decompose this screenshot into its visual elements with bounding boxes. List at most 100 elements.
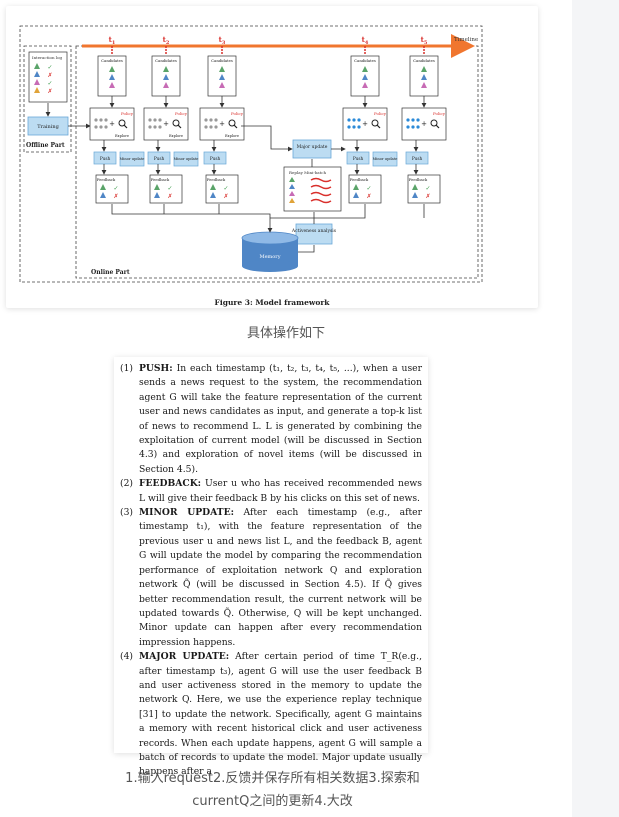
network-node [347, 125, 350, 128]
timestep-column: CandidatesPolicy+ExplorePushMinor update… [144, 56, 198, 203]
list-item-minor-update: (3) MINOR UPDATE: After each timestamp (… [120, 506, 422, 650]
check-icon: ✓ [366, 185, 371, 192]
network-node [158, 118, 161, 121]
timestep-label: t4 [362, 35, 369, 46]
memory-cylinder [242, 232, 298, 272]
policy-label: Policy [374, 111, 387, 116]
timestep-column: CandidatesPolicy + ExplorePushFeedback ✓✗ [200, 56, 244, 203]
interaction-log-label: Interaction log [32, 55, 62, 60]
candidates-label: Candidates [413, 58, 435, 63]
offline-part-label: Offline Part [26, 142, 65, 149]
network-node [416, 125, 419, 128]
timestep-column: CandidatesPolicy + Push Minor updateFeedbac… [343, 56, 397, 203]
push-label: Push [210, 156, 221, 161]
network-node [104, 118, 107, 121]
caption-steps: 1.输入request2.反馈并保存所有相关数据3.探索和currentQ之间的… [100, 767, 445, 813]
network-node [406, 125, 409, 128]
timestep-label: t3 [219, 35, 226, 46]
activeness-analysis-label: Activeness analysis [291, 228, 337, 234]
network-node [347, 118, 350, 121]
network-node [406, 118, 409, 121]
training-label: Training [37, 124, 59, 130]
explore-label: Explore [115, 134, 129, 138]
check-icon: ✓ [425, 185, 430, 192]
timestep-column: CandidatesPolicy+PushFeedback✓✗ [402, 56, 446, 203]
plus-sign: + [362, 120, 368, 128]
paper-text: (1) PUSH: In each timestamp (t₁, t₂, t₃,… [120, 362, 422, 780]
minor-update-label: Minor update [120, 157, 145, 161]
activeness-analysis-box [296, 224, 332, 244]
right-sidebar [572, 0, 619, 817]
plus-sign: + [109, 120, 115, 128]
cross-icon: ✗ [223, 193, 228, 200]
cross-icon: ✗ [366, 193, 371, 200]
feedback-label: Feedback [409, 177, 428, 182]
network-node [148, 118, 151, 121]
minor-update-label: Minor update [174, 157, 199, 161]
feedback-label: Feedback [97, 177, 116, 182]
network-node [352, 118, 355, 121]
network-node [104, 125, 107, 128]
network-node [357, 125, 360, 128]
push-label: Push [154, 156, 165, 161]
cross-icon: ✗ [167, 193, 172, 200]
network-node [357, 118, 360, 121]
figure-card: Timeline t1t2t3t4t5 Offline Part Online … [6, 6, 538, 308]
network-node [204, 118, 207, 121]
explore-label: Explore [225, 134, 239, 138]
minor-update-label: Minor update [373, 157, 398, 161]
online-part-label: Online Part [91, 269, 130, 276]
major-update-label: Major update [297, 144, 328, 150]
paper-excerpt-card: (1) PUSH: In each timestamp (t₁, t₂, t₃,… [114, 357, 428, 753]
timestep-column: CandidatesPolicy + ExplorePush Minor update… [90, 56, 144, 203]
network-node [204, 125, 207, 128]
network-node [209, 125, 212, 128]
network-node [153, 125, 156, 128]
timestep-label: t5 [421, 35, 428, 46]
candidates-label: Candidates [211, 58, 233, 63]
network-node [99, 125, 102, 128]
list-item-major-update: (4) MAJOR UPDATE: After certain period o… [120, 650, 422, 780]
plus-sign: + [219, 120, 225, 128]
network-node [148, 125, 151, 128]
figure-caption: Figure 3: Model framework [215, 298, 331, 307]
network-node [214, 125, 217, 128]
check-icon: ✓ [223, 185, 228, 192]
check-icon: ✓ [113, 185, 118, 192]
list-item-push: (1) PUSH: In each timestamp (t₁, t₂, t₃,… [120, 362, 422, 477]
feedback-label: Feedback [151, 177, 170, 182]
model-framework-diagram: Timeline t1t2t3t4t5 Offline Part Online … [6, 6, 538, 308]
replay-minibatch-label: Replay Mini-batch [289, 170, 327, 175]
policy-label: Policy [121, 111, 134, 116]
plus-sign: + [163, 120, 169, 128]
plus-sign: + [421, 120, 427, 128]
timeline-label: Timeline [454, 37, 478, 43]
policy-label: Policy [231, 111, 244, 116]
network-node [411, 125, 414, 128]
network-node [153, 118, 156, 121]
list-item-feedback: (2) FEEDBACK: User u who has received re… [120, 477, 422, 506]
policy-label: Policy [433, 111, 446, 116]
policy-label: Policy [175, 111, 188, 116]
memory-label: Memory [259, 254, 280, 260]
network-node [158, 125, 161, 128]
explore-label: Explore [169, 134, 183, 138]
candidates-label: Candidates [101, 58, 123, 63]
push-label: Push [100, 156, 111, 161]
network-node [411, 118, 414, 121]
candidates-label: Candidates [354, 58, 376, 63]
network-node [209, 118, 212, 121]
feedback-label: Feedback [350, 177, 369, 182]
check-icon: ✓ [47, 80, 52, 87]
network-node [416, 118, 419, 121]
push-label: Push [353, 156, 364, 161]
cross-icon: ✗ [47, 88, 52, 95]
network-node [214, 118, 217, 121]
cross-icon: ✗ [113, 193, 118, 200]
check-icon: ✓ [167, 185, 172, 192]
feedback-label: Feedback [207, 177, 226, 182]
cross-icon: ✗ [425, 193, 430, 200]
timestep-label: t2 [163, 35, 170, 46]
caption-operations: 具体操作如下 [0, 322, 572, 341]
network-node [94, 125, 97, 128]
